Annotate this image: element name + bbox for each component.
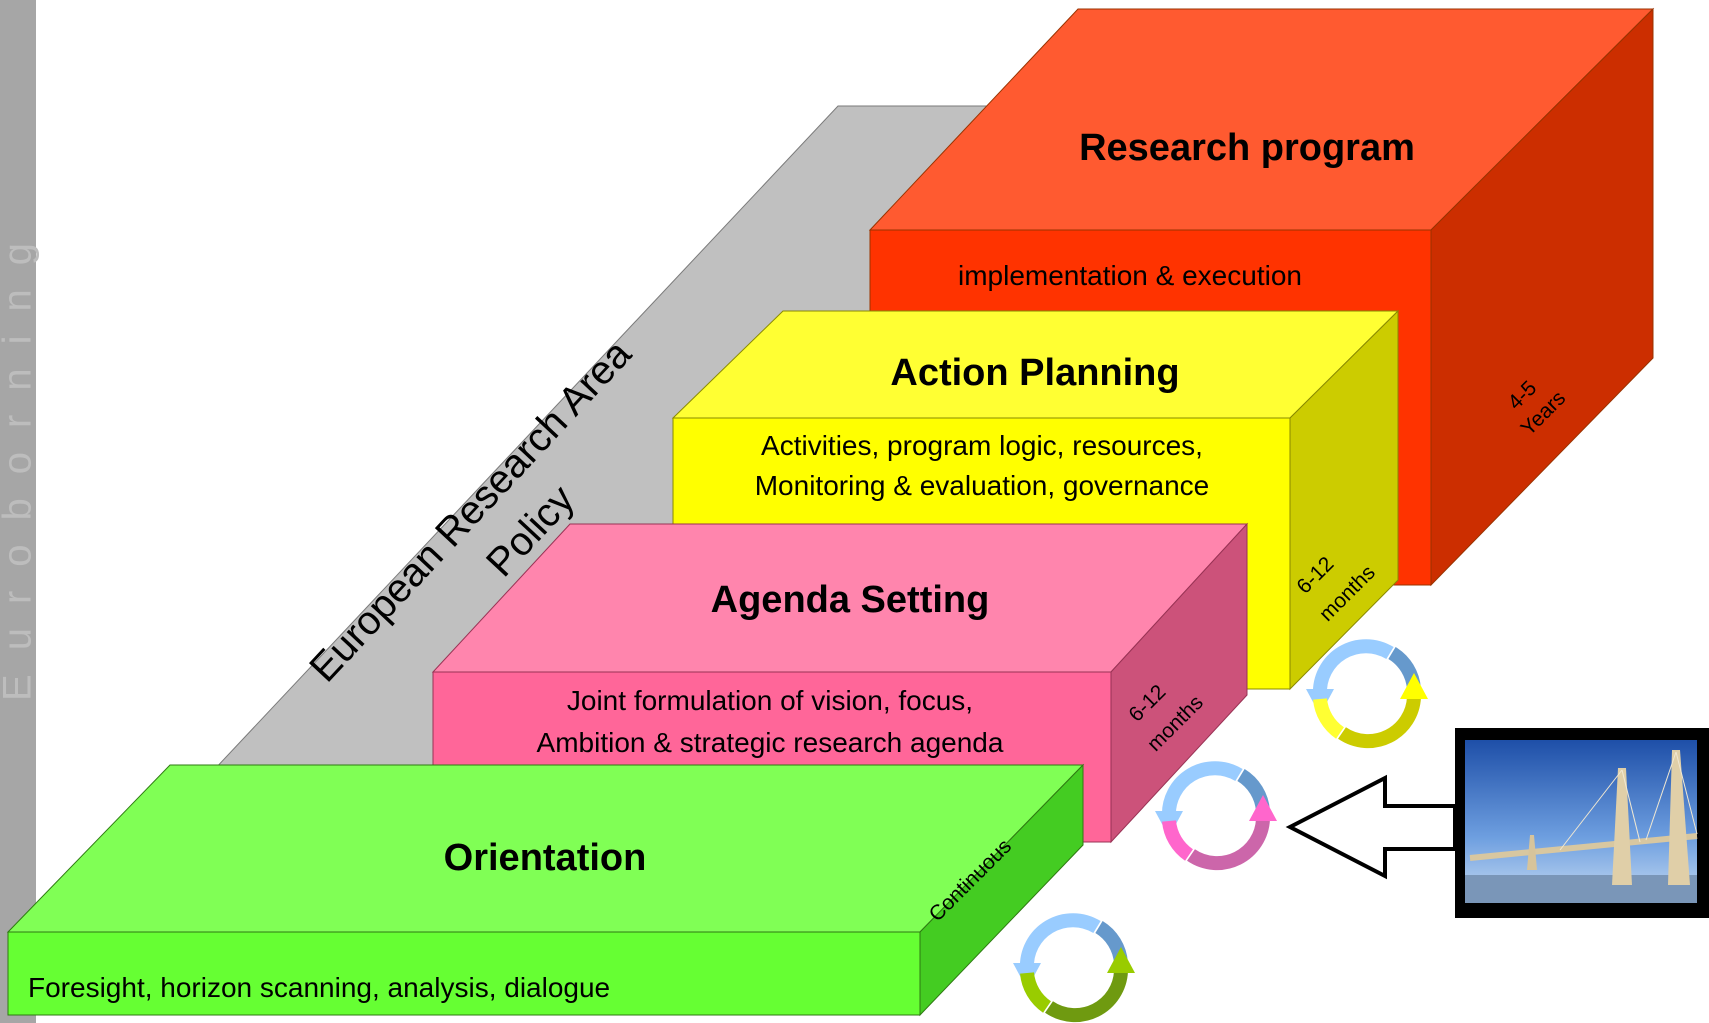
cycle-icon-action-planning <box>1306 639 1428 749</box>
cycle-icon-agenda-setting <box>1155 761 1277 871</box>
agenda-setting-description-2: Ambition & strategic research agenda <box>537 727 1004 758</box>
research-program-description: implementation & execution <box>958 260 1302 291</box>
action-planning-description-2: Monitoring & evaluation, governance <box>755 470 1210 501</box>
orientation-box: Orientation Foresight, horizon scanning,… <box>6 763 1085 1017</box>
left-arrow-icon <box>1285 774 1457 880</box>
action-planning-description-1: Activities, program logic, resources, <box>761 430 1203 461</box>
research-program-title: Research program <box>1079 127 1415 169</box>
bridge-image <box>1455 728 1709 918</box>
orientation-title: Orientation <box>444 837 647 879</box>
cycle-icon-orientation <box>1013 913 1135 1023</box>
orientation-description: Foresight, horizon scanning, analysis, d… <box>28 972 610 1003</box>
action-planning-side <box>1289 309 1399 691</box>
orientation-side <box>919 763 1084 1017</box>
sidebar-strip: Euroborning <box>0 0 40 1023</box>
research-program-side <box>1430 7 1654 587</box>
agenda-setting-side <box>1110 522 1248 844</box>
agenda-setting-description-1: Joint formulation of vision, focus, <box>567 685 973 716</box>
agenda-setting-title: Agenda Setting <box>711 579 990 621</box>
action-planning-title: Action Planning <box>890 352 1179 394</box>
